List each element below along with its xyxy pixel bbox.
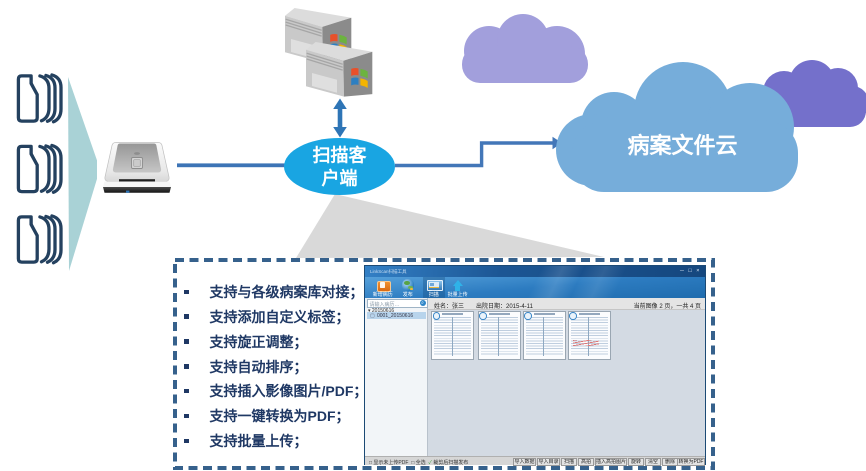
svg-text:病案文件云: 病案文件云: [627, 133, 737, 158]
svg-text:户端: 户端: [322, 168, 358, 189]
svg-text:扫描客: 扫描客: [313, 145, 368, 166]
